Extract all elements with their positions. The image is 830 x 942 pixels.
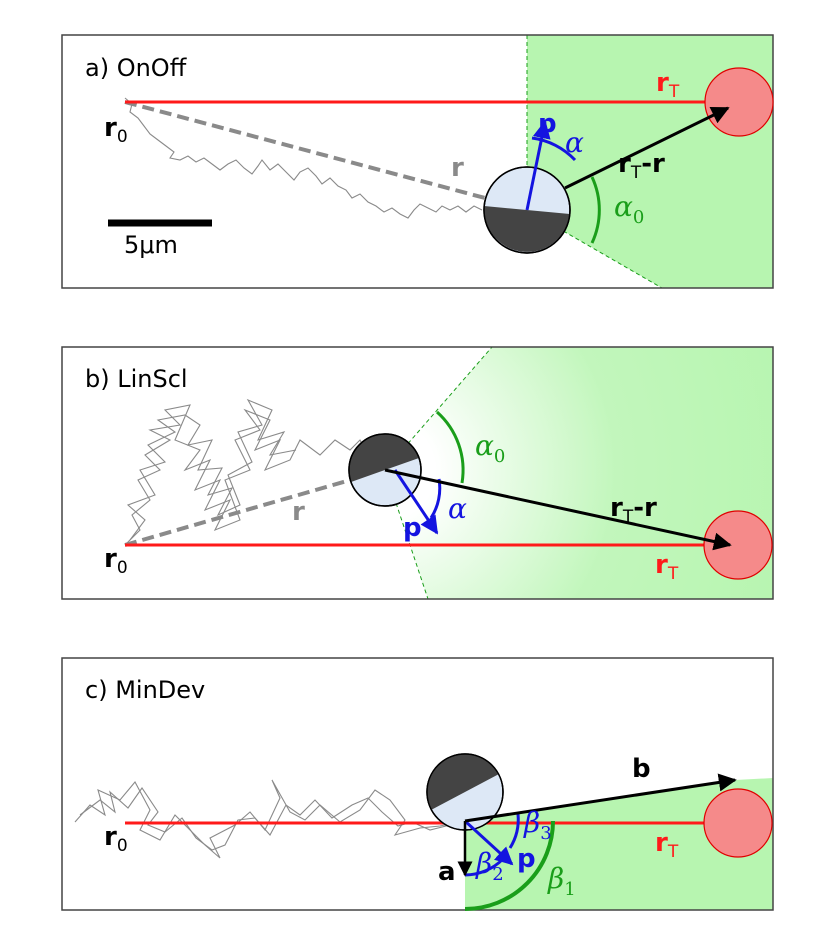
label-beta3-c: β3 <box>523 806 552 844</box>
label-rT-minus-r-a: rT-r <box>618 149 665 183</box>
label-b-c: b <box>632 754 651 784</box>
rT-minus-r-arrow-a <box>564 106 730 190</box>
panel-title-b: b) LinScl <box>85 365 188 393</box>
r0-to-particle-dashed-b <box>124 468 386 547</box>
target-circle-c <box>703 788 773 858</box>
label-rT-minus-r-b: rT-r <box>610 493 657 527</box>
panel-frame-b <box>61 346 774 600</box>
label-beta1-c: β1 <box>547 862 576 900</box>
r0-to-particle-dashed-a <box>124 100 486 200</box>
target-circle-a <box>704 67 774 137</box>
label-r-a: r <box>451 153 464 183</box>
trajectory-a <box>124 97 483 219</box>
label-p-a: p <box>538 109 557 139</box>
panel-b: b) LinScl r0 rT r rT-r p α α0 <box>61 346 774 600</box>
b-arrow-c <box>464 773 737 823</box>
label-a-c: a <box>438 857 456 887</box>
panel-c: c) MinDev r0 rT b a p β1 β2 β3 <box>61 657 774 911</box>
label-r-b: r <box>292 497 305 527</box>
particle-c <box>426 753 504 831</box>
zone-edge-upper-b <box>384 346 493 471</box>
panel-title-a: a) OnOff <box>85 54 187 82</box>
trajectory-c <box>74 779 456 859</box>
panel-title-c: c) MinDev <box>85 676 205 704</box>
scalebar-label-a: 5μm <box>124 231 178 259</box>
label-r0-c: r0 <box>104 822 128 856</box>
alpha0-arc-a <box>590 176 601 244</box>
p-arrow-b <box>393 469 439 535</box>
panel-a: a) OnOff 5μm r0 rT r rT-r p α α0 <box>61 34 774 289</box>
panel-frame-c <box>61 657 774 911</box>
label-r0-a: r0 <box>104 113 128 147</box>
label-alpha0-a: α0 <box>614 190 644 228</box>
trajectory-c-detail <box>79 787 451 851</box>
trajectory-b-detail <box>126 398 297 541</box>
green-zone-b <box>385 347 773 599</box>
label-p-b: p <box>403 513 422 543</box>
green-zone-c <box>465 778 773 910</box>
label-alpha-a: α <box>565 126 584 159</box>
label-rT-b: rT <box>655 550 679 584</box>
label-alpha-b: α <box>448 492 467 525</box>
trajectory-b <box>124 404 381 546</box>
rT-minus-r-arrow-b <box>384 468 732 551</box>
label-rT-a: rT <box>656 68 680 102</box>
label-alpha0-b: α0 <box>475 429 505 467</box>
label-r0-b: r0 <box>104 544 128 578</box>
p-arrow-a <box>525 120 551 211</box>
alpha0-arc-b <box>436 410 465 484</box>
beta1-arc-c <box>464 820 555 911</box>
beta3-arc-c <box>508 813 520 849</box>
label-p-c: p <box>517 844 536 874</box>
label-rT-c: rT <box>655 828 679 862</box>
label-beta2-c: β2 <box>475 847 504 885</box>
p-arrow-c <box>463 819 514 866</box>
panel-frame-a <box>61 34 774 289</box>
target-circle-b <box>703 510 773 580</box>
zone-edge-lower-a <box>526 209 663 289</box>
